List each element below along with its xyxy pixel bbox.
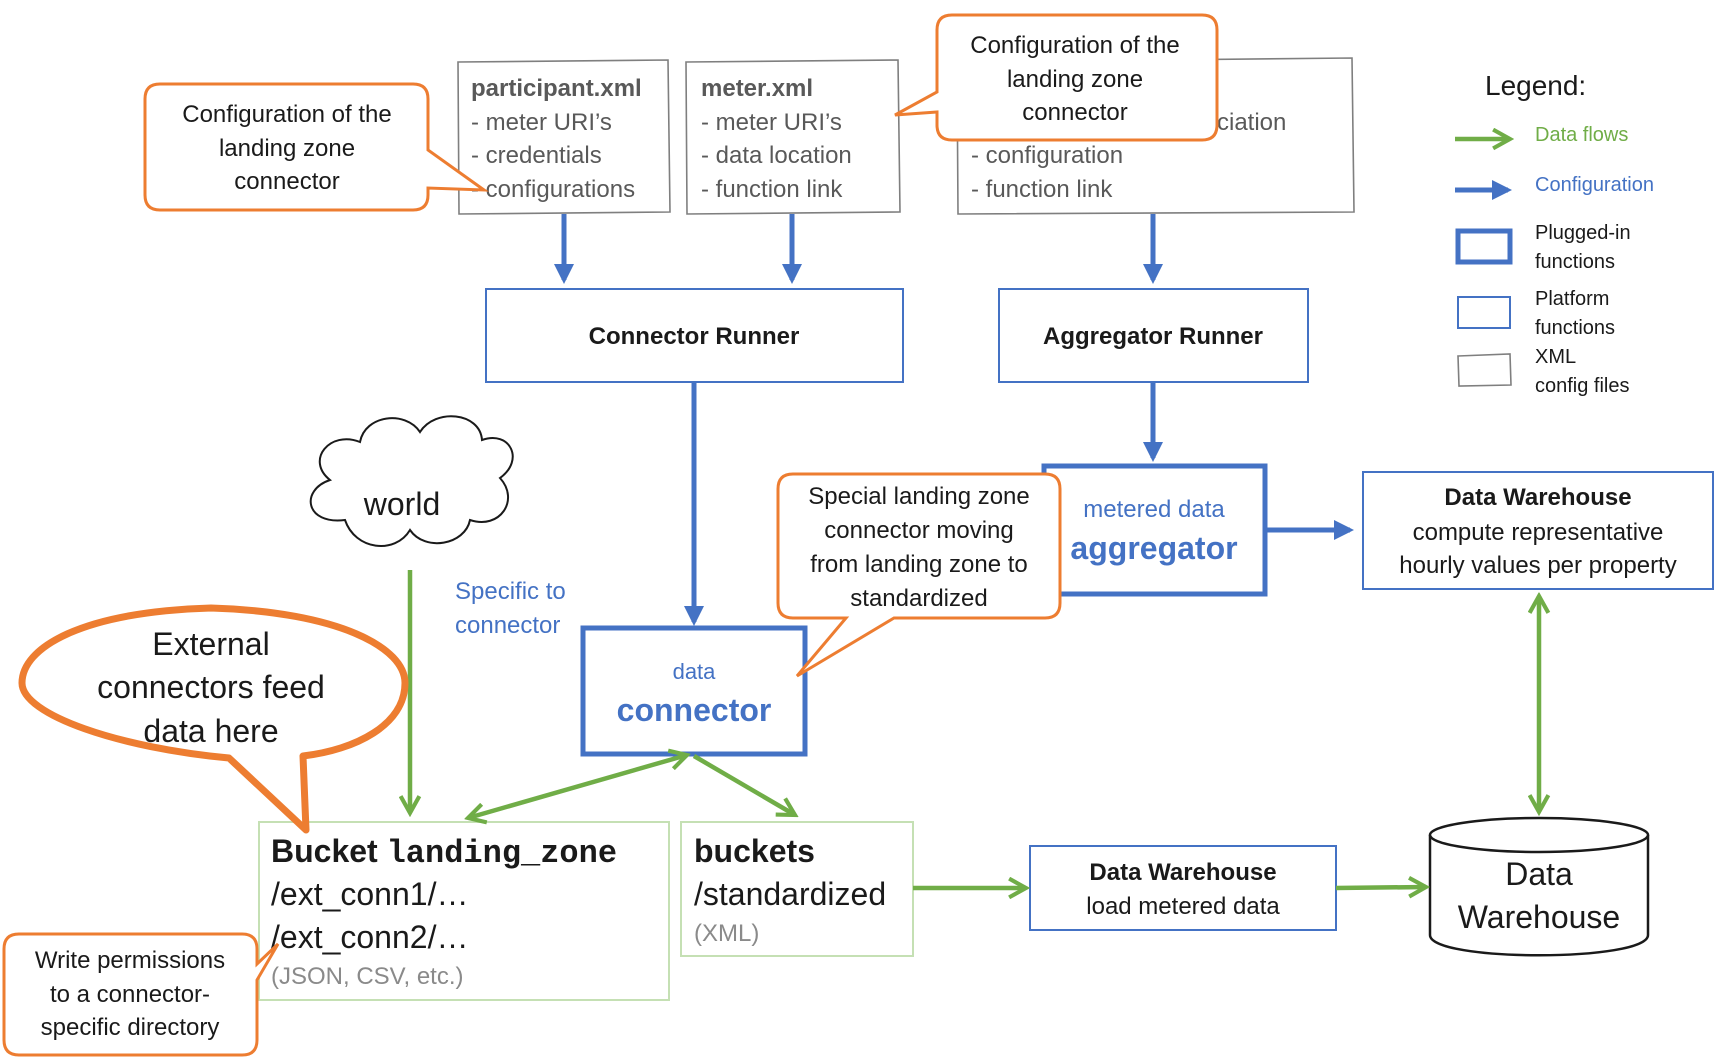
- callout-special-connector: Special landing zone connector moving fr…: [776, 472, 1062, 678]
- callout-top-config-line-3: connector: [1022, 99, 1127, 126]
- callout-external-line-3: data here: [143, 713, 278, 749]
- landing-zone-formats: (JSON, CSV, etc.): [271, 963, 464, 990]
- legend-plugged-in-line-2: functions: [1535, 251, 1615, 273]
- data-connector-box: data connector: [580, 625, 808, 757]
- xml-meter-title: meter.xml: [701, 75, 813, 102]
- warehouse-db-line-1: Data: [1505, 856, 1573, 892]
- legend-data-flows: Data flows: [1535, 124, 1628, 146]
- callout-special-line-3: from landing zone to: [810, 551, 1027, 578]
- standardized-title: buckets: [694, 833, 815, 869]
- data-connector-line-2: connector: [617, 692, 772, 728]
- warehouse-compute-box: Data Warehouse compute representative ho…: [1362, 471, 1714, 590]
- callout-left-config: Configuration of the landing zone connec…: [143, 82, 489, 212]
- xml-association-fragment: ciation: [1217, 109, 1286, 136]
- aggregator-line-2: aggregator: [1070, 530, 1237, 566]
- xml-association-line-2: - function link: [971, 176, 1113, 203]
- callout-special-line-1: Special landing zone: [808, 483, 1030, 510]
- callout-permissions-line-2: to a connector-: [50, 981, 210, 1008]
- data-connector-line-1: data: [673, 659, 717, 684]
- callout-external-connectors: External connectors feed data here: [18, 604, 409, 834]
- warehouse-compute-line-1: compute representative: [1413, 519, 1664, 546]
- legend-title: Legend:: [1485, 70, 1586, 101]
- callout-permissions-line-1: Write permissions: [35, 947, 225, 974]
- connector-runner-box: Connector Runner: [485, 288, 904, 383]
- data-flow-arrows: [410, 570, 1539, 888]
- xml-participant-title: participant.xml: [471, 75, 642, 102]
- standardized-bucket: buckets /standardized (XML): [680, 821, 914, 957]
- world-cloud: world: [309, 415, 514, 547]
- legend-plugged-in-swatch: [1455, 228, 1513, 265]
- callout-left-config-line-1: Configuration of the: [182, 101, 391, 128]
- xml-participant-line-2: - credentials: [471, 142, 602, 169]
- legend-platform-swatch: [1457, 296, 1511, 329]
- callout-special-line-4: standardized: [850, 585, 987, 612]
- warehouse-compute-line-2: hourly values per property: [1399, 552, 1676, 579]
- landing-zone-line-2: /ext_conn2/…: [271, 919, 468, 955]
- warehouse-load-box: Data Warehouse load metered data: [1029, 845, 1337, 931]
- legend-xml-swatch: [1457, 353, 1512, 387]
- legend-platform-line-2: functions: [1535, 317, 1615, 339]
- callout-write-permissions: Write permissions to a connector- specif…: [2, 932, 280, 1057]
- legend-xml-line-1: XML: [1535, 346, 1576, 368]
- xml-meter-line-2: - data location: [701, 142, 852, 169]
- standardized-line: /standardized: [694, 876, 886, 912]
- warehouse-load-title: Data Warehouse: [1089, 859, 1276, 886]
- warehouse-compute-title: Data Warehouse: [1444, 484, 1631, 511]
- legend-plugged-in-line-1: Plugged-in: [1535, 222, 1631, 244]
- landing-zone-line-1: /ext_conn1/…: [271, 876, 468, 912]
- legend-xml-line-2: config files: [1535, 375, 1630, 397]
- specific-label-line-2: connector: [455, 612, 560, 639]
- xml-association-line-1: - configuration: [971, 142, 1123, 169]
- callout-top-config-line-2: landing zone: [1007, 66, 1143, 93]
- aggregator-box: metered data aggregator: [1041, 463, 1268, 597]
- callout-external-line-1: External: [152, 626, 269, 662]
- world-label: world: [363, 486, 440, 522]
- aggregator-runner-box: Aggregator Runner: [998, 288, 1309, 383]
- landing-zone-title: Bucket landing_zone: [271, 833, 617, 872]
- xml-participant-box: participant.xml - meter URI’s - credenti…: [457, 59, 671, 215]
- xml-participant-line-1: - meter URI’s: [471, 109, 612, 136]
- standardized-formats: (XML): [694, 920, 759, 947]
- xml-participant-line-3: - configurations: [471, 176, 635, 203]
- specific-label-line-1: Specific to: [455, 578, 566, 605]
- warehouse-db-line-2: Warehouse: [1458, 899, 1620, 935]
- callout-special-line-2: connector moving: [824, 517, 1013, 544]
- callout-permissions-line-3: specific directory: [41, 1014, 220, 1041]
- legend-platform-line-1: Platform: [1535, 288, 1609, 310]
- aggregator-line-1: metered data: [1083, 496, 1225, 523]
- callout-left-config-line-2: landing zone: [219, 135, 355, 162]
- warehouse-load-line: load metered data: [1086, 893, 1280, 920]
- legend-configuration: Configuration: [1535, 174, 1654, 196]
- callout-external-line-2: connectors feed: [97, 669, 325, 705]
- warehouse-database-cylinder: Data Warehouse: [1428, 816, 1650, 957]
- legend: Legend: Data flows Configuration Plugged…: [1455, 70, 1654, 397]
- connector-runner-label: Connector Runner: [589, 323, 800, 350]
- callout-top-config: Configuration of the landing zone connec…: [894, 13, 1219, 142]
- configuration-arrows: [554, 214, 1354, 626]
- xml-meter-line-1: - meter URI’s: [701, 109, 842, 136]
- landing-zone-bucket: Bucket landing_zone /ext_conn1/… /ext_co…: [258, 821, 670, 1001]
- xml-meter-line-3: - function link: [701, 176, 843, 203]
- xml-meter-box: meter.xml - meter URI’s - data location …: [685, 59, 901, 215]
- callout-left-config-line-3: connector: [234, 168, 339, 195]
- aggregator-runner-label: Aggregator Runner: [1043, 323, 1263, 350]
- callout-top-config-line-1: Configuration of the: [970, 32, 1179, 59]
